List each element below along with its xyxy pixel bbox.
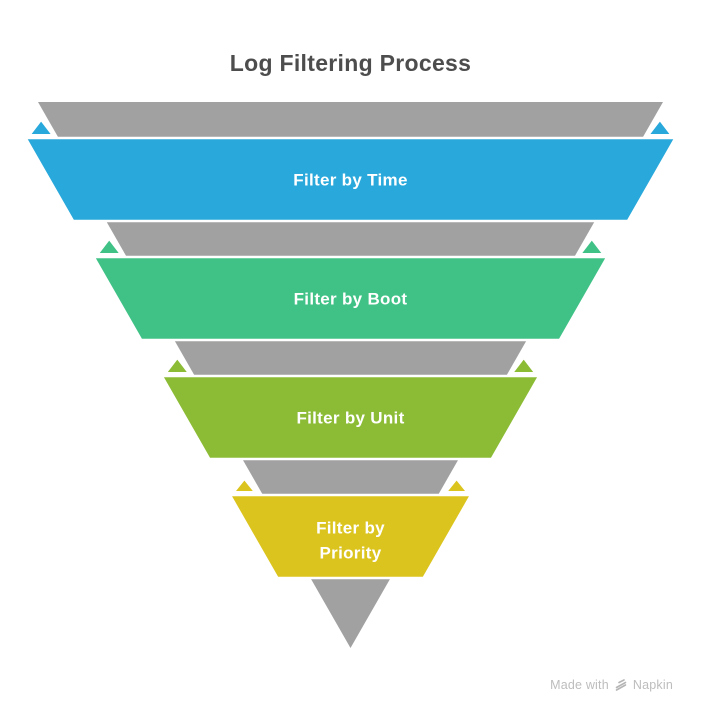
level-2-left-fold	[95, 237, 123, 255]
level-2-band	[91, 255, 610, 342]
level-4-right-fold	[444, 477, 470, 493]
level-2-right-fold	[578, 237, 606, 255]
watermark: Made with Napkin	[550, 678, 673, 692]
level-1-left-fold	[27, 118, 55, 136]
watermark-brand-text: Napkin	[632, 678, 673, 692]
level-2-label: Filter by Boot	[294, 290, 408, 309]
level-1-label: Filter by Time	[293, 171, 407, 190]
level-3-band	[159, 374, 542, 461]
level-1-band	[23, 136, 678, 223]
level-4-label-line-1: Filter by	[316, 519, 385, 538]
napkin-logo-icon	[615, 679, 627, 691]
level-1-right-fold	[646, 118, 674, 136]
level-3-left-fold	[163, 356, 191, 374]
level-4-band	[227, 493, 474, 580]
level-4-left-fold	[231, 477, 257, 493]
page-title: Log Filtering Process	[230, 50, 471, 76]
level-3-right-fold	[510, 356, 538, 374]
level-4-label-line-2: Priority	[320, 544, 382, 563]
watermark-made-with-text: Made with	[550, 678, 609, 692]
level-3-label: Filter by Unit	[296, 409, 404, 428]
